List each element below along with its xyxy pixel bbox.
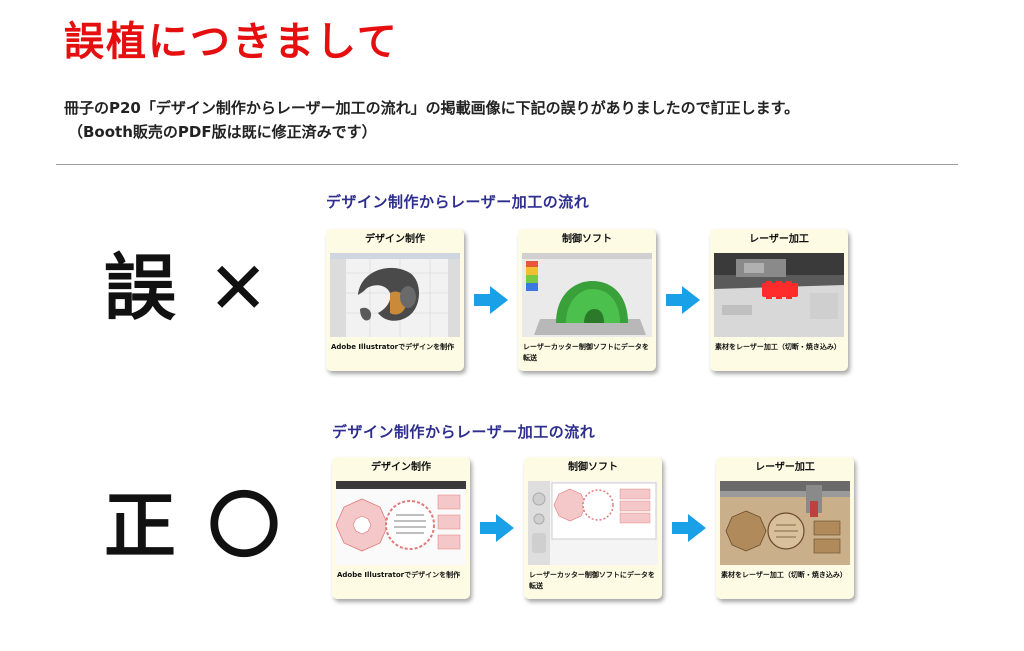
arrow-right-icon [656, 280, 710, 320]
wrong-flow-title: デザイン制作からレーザー加工の流れ [326, 193, 590, 211]
correct-design-image [336, 481, 466, 565]
wrong-card-laser: レーザー加工 素材をレーザー加工（切断・焼き込み [710, 229, 848, 371]
card-head: 制御ソフト [568, 462, 618, 473]
divider [56, 164, 958, 165]
wrong-label: 誤 [104, 246, 177, 330]
wrong-design-image [330, 253, 460, 337]
cross-icon: ✕ [208, 246, 269, 330]
correct-label: 正 [104, 484, 177, 568]
wrong-verdict: 誤✕ [104, 252, 268, 324]
description-line-1: 冊子のP20「デザイン制作からレーザー加工の流れ」の掲載画像に下記の誤りがありま… [64, 99, 800, 117]
card-caption: レーザーカッター制御ソフトにデータを転送 [529, 571, 655, 590]
correct-flow-title: デザイン制作からレーザー加工の流れ [332, 423, 596, 441]
arrow-right-icon [464, 280, 518, 320]
correct-card-laser: レーザー加工 [716, 457, 854, 599]
card-caption: レーザーカッター制御ソフトにデータを転送 [523, 343, 649, 362]
card-caption: Adobe Illustratorでデザインを制作 [337, 571, 461, 579]
card-head: レーザー加工 [755, 462, 815, 473]
card-caption: 素材をレーザー加工（切断・焼き込み） [721, 571, 847, 579]
arrow-right-icon [662, 508, 716, 548]
correct-laser-image [720, 481, 850, 565]
correct-flow: デザイン制作からレーザー加工の流れ デザイン制作 [326, 422, 854, 599]
card-head: 制御ソフト [562, 234, 612, 245]
wrong-laser-image [714, 253, 844, 337]
wrong-card-design: デザイン制作 Adobe [326, 229, 464, 371]
wrong-flow: デザイン制作からレーザー加工の流れ デザイン制作 [320, 192, 848, 371]
correct-card-control: 制御ソフト [524, 457, 662, 599]
card-head: レーザー加工 [749, 234, 809, 245]
correct-control-image [528, 481, 658, 565]
card-head: デザイン制作 [371, 462, 431, 473]
arrow-right-icon [470, 508, 524, 548]
page-title: 誤植につきまして [64, 19, 399, 65]
correct-card-design: デザイン制作 [332, 457, 470, 599]
circle-icon: 〇 [208, 484, 281, 568]
card-head: デザイン制作 [365, 234, 425, 245]
description: 冊子のP20「デザイン制作からレーザー加工の流れ」の掲載画像に下記の誤りがありま… [64, 96, 799, 144]
correct-verdict: 正〇 [104, 490, 280, 562]
card-caption: 素材をレーザー加工（切断・焼き込み） [715, 343, 841, 351]
card-caption: Adobe Illustratorでデザインを制作 [331, 343, 455, 351]
wrong-control-image [522, 253, 652, 337]
description-line-2: （Booth販売のPDF版は既に修正済みです） [68, 123, 377, 141]
wrong-card-control: 制御ソフト レーザーカッター制御ソフトにデータを転送 [518, 229, 656, 371]
